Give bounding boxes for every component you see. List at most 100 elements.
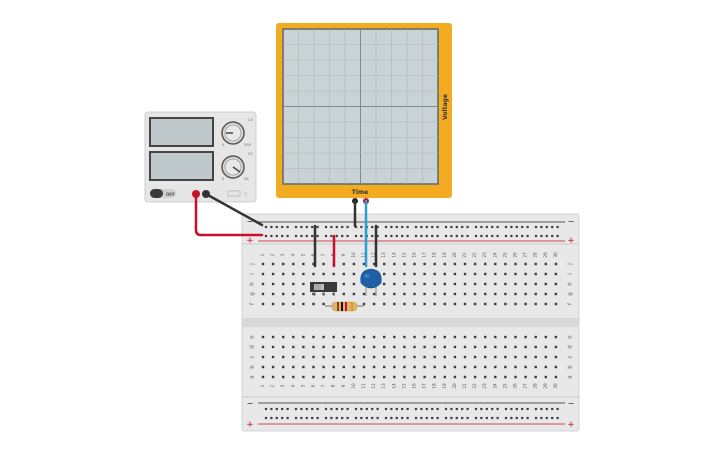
- rail-hole[interactable]: [450, 225, 453, 229]
- rail-hole[interactable]: [346, 416, 349, 420]
- breadboard-hole[interactable]: [302, 302, 305, 306]
- rail-hole[interactable]: [534, 225, 538, 229]
- breadboard-hole[interactable]: [473, 365, 477, 369]
- breadboard-hole[interactable]: [544, 272, 547, 276]
- breadboard-hole[interactable]: [372, 292, 376, 296]
- breadboard-hole[interactable]: [524, 302, 527, 306]
- rail-hole[interactable]: [496, 225, 499, 229]
- breadboard-hole[interactable]: [413, 335, 416, 339]
- breadboard-hole[interactable]: [403, 262, 406, 266]
- rail-hole[interactable]: [496, 416, 499, 420]
- breadboard-hole[interactable]: [352, 335, 356, 339]
- breadboard-hole[interactable]: [261, 355, 265, 359]
- rail-hole[interactable]: [425, 225, 428, 229]
- rail-hole[interactable]: [341, 234, 344, 238]
- rail-hole[interactable]: [275, 407, 278, 411]
- breadboard-hole[interactable]: [514, 302, 517, 306]
- rail-hole[interactable]: [521, 416, 524, 420]
- rail-hole[interactable]: [275, 416, 278, 420]
- breadboard-hole[interactable]: [534, 335, 537, 339]
- rail-hole[interactable]: [515, 407, 518, 411]
- breadboard-hole[interactable]: [554, 282, 558, 286]
- breadboard-hole[interactable]: [544, 302, 547, 306]
- rail-hole[interactable]: [286, 416, 289, 420]
- breadboard-hole[interactable]: [271, 302, 275, 306]
- rail-hole[interactable]: [545, 225, 548, 229]
- breadboard-hole[interactable]: [433, 375, 436, 379]
- rail-hole[interactable]: [395, 416, 398, 420]
- breadboard-holes[interactable]: [261, 225, 559, 420]
- rail-hole[interactable]: [390, 234, 393, 238]
- breadboard-hole[interactable]: [302, 375, 305, 379]
- rail-hole[interactable]: [346, 234, 349, 238]
- breadboard-hole[interactable]: [261, 375, 265, 379]
- rail-hole[interactable]: [330, 416, 333, 420]
- rail-hole[interactable]: [480, 407, 483, 411]
- breadboard-hole[interactable]: [302, 335, 305, 339]
- rail-hole[interactable]: [515, 234, 518, 238]
- rail-hole[interactable]: [474, 407, 478, 411]
- rail-hole[interactable]: [354, 225, 358, 229]
- rail-hole[interactable]: [316, 407, 319, 411]
- rail-hole[interactable]: [341, 416, 344, 420]
- breadboard-hole[interactable]: [494, 355, 497, 359]
- breadboard-hole[interactable]: [524, 272, 527, 276]
- rail-hole[interactable]: [551, 407, 554, 411]
- rail-hole[interactable]: [425, 407, 428, 411]
- rail-hole[interactable]: [311, 416, 314, 420]
- rail-hole[interactable]: [504, 416, 508, 420]
- rail-hole[interactable]: [330, 225, 333, 229]
- breadboard-hole[interactable]: [484, 262, 487, 266]
- breadboard-hole[interactable]: [261, 292, 265, 296]
- breadboard-hole[interactable]: [443, 345, 446, 349]
- breadboard-hole[interactable]: [271, 375, 275, 379]
- breadboard-hole[interactable]: [352, 282, 356, 286]
- rail-hole[interactable]: [365, 416, 368, 420]
- rail-hole[interactable]: [480, 416, 483, 420]
- breadboard-hole[interactable]: [413, 272, 416, 276]
- breadboard-hole[interactable]: [433, 272, 436, 276]
- breadboard-hole[interactable]: [362, 262, 366, 266]
- rail-hole[interactable]: [480, 234, 483, 238]
- rail-hole[interactable]: [414, 234, 418, 238]
- breadboard-hole[interactable]: [463, 272, 467, 276]
- breadboard-hole[interactable]: [332, 355, 335, 359]
- breadboard-hole[interactable]: [271, 292, 275, 296]
- rail-hole[interactable]: [316, 234, 319, 238]
- breadboard-hole[interactable]: [342, 375, 345, 379]
- rail-hole[interactable]: [305, 416, 308, 420]
- ceramic-capacitor[interactable]: [360, 268, 382, 296]
- rail-hole[interactable]: [390, 407, 393, 411]
- breadboard-hole[interactable]: [271, 282, 275, 286]
- breadboard-hole[interactable]: [403, 302, 406, 306]
- power-supply[interactable]: CV 0 30V CC 0 5A OFF ϟ: [144, 111, 257, 203]
- rail-hole[interactable]: [330, 234, 333, 238]
- rail-hole[interactable]: [286, 225, 289, 229]
- breadboard-hole[interactable]: [352, 355, 356, 359]
- breadboard-hole[interactable]: [514, 335, 517, 339]
- breadboard-hole[interactable]: [534, 345, 537, 349]
- breadboard-hole[interactable]: [352, 375, 356, 379]
- rail-hole[interactable]: [474, 234, 478, 238]
- breadboard-hole[interactable]: [484, 272, 487, 276]
- rail-hole[interactable]: [354, 416, 358, 420]
- rail-hole[interactable]: [305, 234, 308, 238]
- breadboard-hole[interactable]: [372, 355, 376, 359]
- breadboard-hole[interactable]: [443, 282, 446, 286]
- rail-hole[interactable]: [341, 407, 344, 411]
- rail-hole[interactable]: [300, 225, 303, 229]
- breadboard-hole[interactable]: [514, 272, 517, 276]
- breadboard-hole[interactable]: [282, 302, 285, 306]
- rail-hole[interactable]: [496, 234, 499, 238]
- breadboard-hole[interactable]: [504, 272, 507, 276]
- breadboard-hole[interactable]: [322, 335, 325, 339]
- rail-hole[interactable]: [436, 234, 439, 238]
- breadboard-hole[interactable]: [504, 355, 507, 359]
- breadboard-hole[interactable]: [443, 302, 446, 306]
- breadboard-hole[interactable]: [544, 335, 547, 339]
- rail-hole[interactable]: [444, 407, 448, 411]
- breadboard-hole[interactable]: [463, 292, 467, 296]
- rail-hole[interactable]: [444, 225, 448, 229]
- breadboard-hole[interactable]: [504, 282, 507, 286]
